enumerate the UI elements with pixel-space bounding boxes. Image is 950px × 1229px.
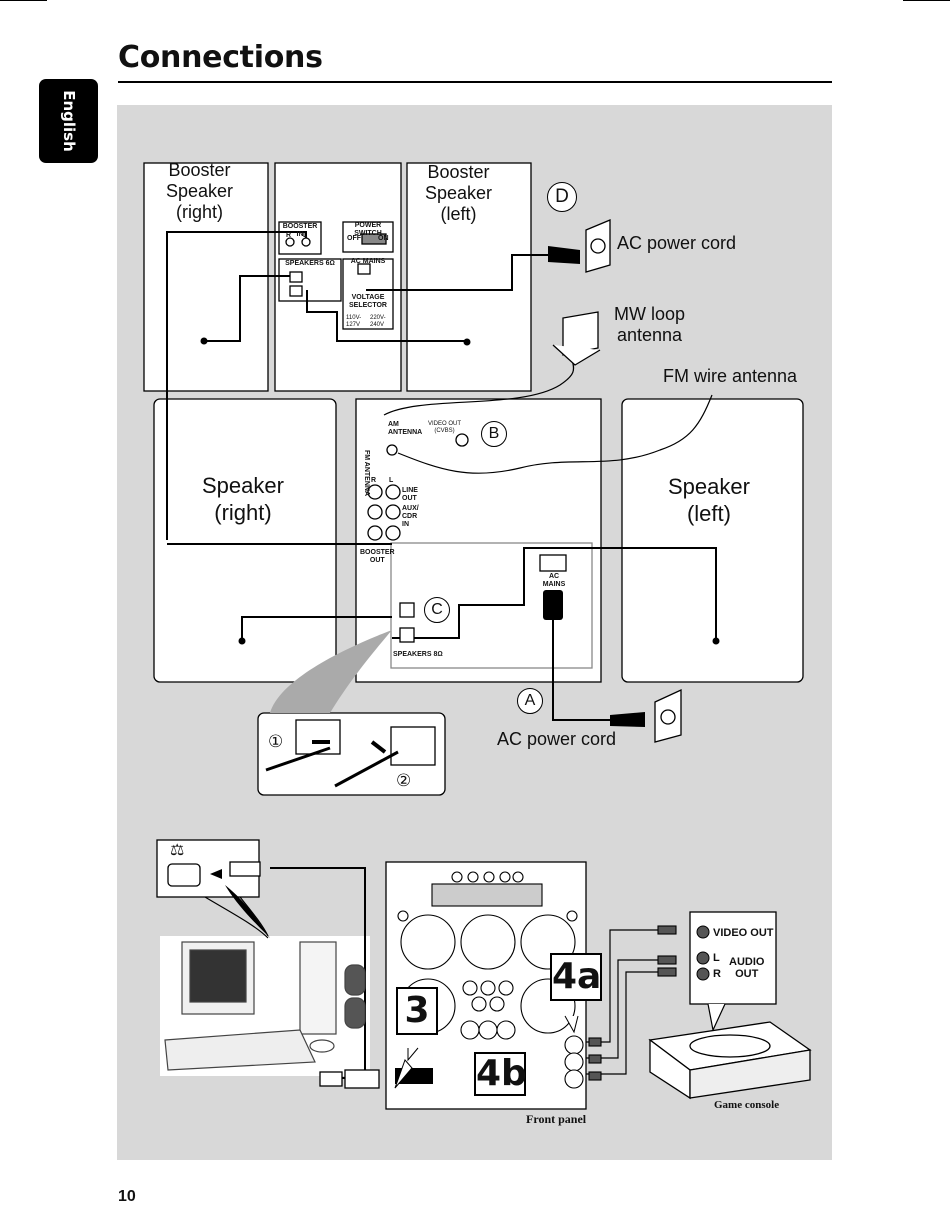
front-panel-caption: Front panel — [526, 1112, 587, 1126]
callout-a: A — [517, 688, 543, 714]
voltage-low-label: 110V- 127V — [346, 315, 362, 328]
fm-antenna-jack-label: FM ANTENNA — [363, 450, 370, 497]
audio-l-label: L — [713, 952, 720, 964]
aux-cdr-in-label: AUX/ CDR IN — [402, 505, 419, 528]
fm-antenna-label: FM wire antenna — [663, 366, 798, 386]
mw-antenna-label: MW loop antenna — [614, 304, 686, 345]
booster-in-label: BOOSTER IN — [282, 223, 318, 238]
am-antenna-label: AM ANTENNA — [388, 421, 423, 436]
ac-power-cord-bottom-label: AC power cord — [497, 729, 617, 749]
crop-mark-left — [0, 0, 47, 1]
callout-d: D — [547, 182, 577, 212]
booster-out-label: BOOSTER OUT — [360, 549, 395, 564]
speakers-8-label: SPEAKERS 8Ω — [393, 651, 443, 658]
page-title: Connections — [118, 40, 323, 75]
speakers-6-label: SPEAKERS 6Ω — [285, 260, 335, 267]
usb-icon: ⚖ — [170, 842, 185, 859]
language-tab: English — [39, 79, 98, 163]
step-1-marker: ① — [268, 732, 284, 751]
callout-c: C — [424, 597, 450, 623]
page-number: 10 — [118, 1188, 136, 1205]
speaker-right-box — [153, 398, 337, 683]
callout-b: B — [481, 421, 507, 447]
step-4a-box: 4a — [550, 953, 602, 1001]
booster-in-l: L — [303, 232, 308, 239]
title-rule — [118, 81, 832, 83]
ac-mains-bottom-label: AC MAINS — [542, 573, 566, 588]
game-console-caption: Game console — [714, 1099, 780, 1111]
speaker-left-box — [621, 398, 804, 683]
speaker-right-label: Speaker (right) — [202, 473, 284, 525]
booster-right-label: Booster Speaker (right) — [166, 160, 234, 222]
video-out-label: VIDEO OUT — [713, 927, 774, 939]
crop-mark-right — [903, 0, 950, 1]
audio-r-label: R — [713, 968, 721, 980]
step-3-box: 3 — [396, 987, 438, 1035]
audio-out-label: AUDIO OUT — [729, 956, 765, 980]
speaker-left-label: Speaker (left) — [668, 474, 750, 526]
power-on-label: ON — [378, 235, 389, 242]
power-off-label: OFF — [347, 235, 361, 242]
voltage-selector-label: VOLTAGE SELECTOR — [349, 294, 387, 309]
jack-r-label: R — [371, 477, 377, 484]
power-switch-label: POWER SWITCH — [354, 222, 382, 237]
ac-power-cord-top-label: AC power cord — [617, 233, 737, 253]
booster-left-label: Booster Speaker (left) — [425, 162, 493, 224]
voltage-high-label: 220V- 240V — [370, 315, 386, 328]
video-out-jack-label: VIDEO OUT (CVBS) — [428, 421, 462, 434]
ac-mains-top-label: AC MAINS — [350, 258, 386, 265]
booster-left-box — [406, 162, 532, 392]
line-out-label: LINE OUT — [402, 487, 418, 502]
jack-l-label: L — [389, 477, 394, 484]
step-2-marker: ② — [396, 771, 412, 790]
booster-in-r: R — [286, 232, 292, 239]
step-4b-box: 4b — [474, 1052, 527, 1096]
